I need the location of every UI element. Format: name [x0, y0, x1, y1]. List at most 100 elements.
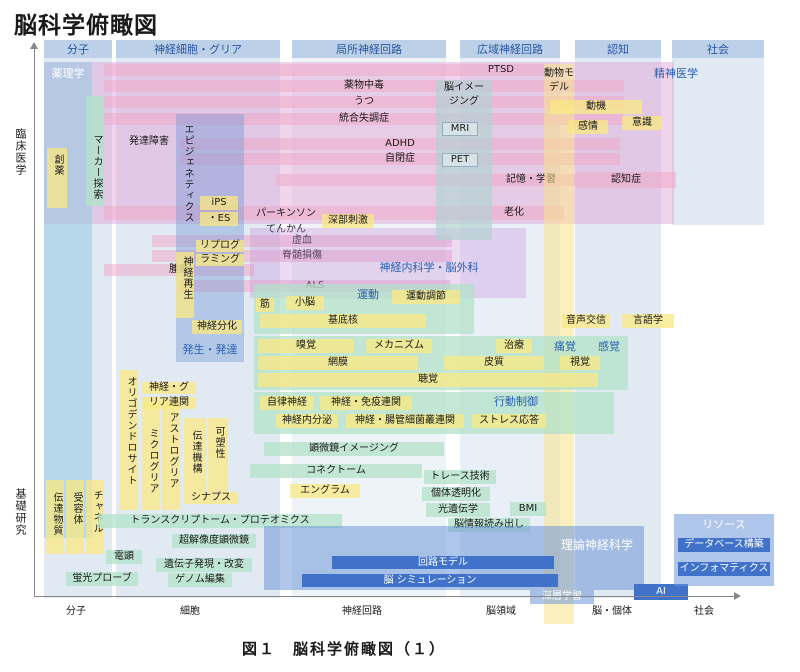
bar-ptsd: PTSD [104, 64, 544, 76]
column-header-cognition: 認知 [575, 40, 661, 58]
label-parkinson: パーキンソン [256, 208, 316, 219]
channel-label: チャネル [91, 490, 102, 534]
psychiatry-label: 精神医学 [654, 66, 698, 80]
motor-label: 運動 [357, 287, 379, 301]
circuit-model-box: 回路モデル [332, 556, 554, 569]
y-axis-arrow [30, 42, 38, 49]
transmission-label: 伝達機構 [190, 430, 201, 474]
es-label: ・ES [200, 212, 238, 226]
transcriptome-box: トランスクリプトーム・プロテオミクス [98, 514, 342, 528]
gene-expression-box: 遺伝子発現・改変 [156, 558, 252, 572]
x-tick-society: 社会 [694, 606, 714, 617]
transmitter-label: 伝達物質 [51, 492, 62, 536]
gut-microbiota-box: 神経・腸管細菌叢連関 [346, 414, 464, 428]
bar-adhd: ADHD [180, 138, 620, 150]
souyaku-box [47, 148, 67, 208]
bar-depression: うつ [104, 96, 624, 108]
receptor-label: 受容体 [71, 492, 82, 525]
reprogramming-label-2: ラミング [196, 254, 244, 266]
marker-box [86, 96, 104, 206]
tissue-clearing-box: 個体透明化 [422, 487, 490, 501]
mechanism-box: メカニズム [366, 339, 432, 353]
motivation-box: 動機 [550, 100, 642, 114]
x-axis [34, 596, 734, 597]
fluorescent-probe-box: 蛍光プローブ [66, 572, 138, 586]
column-header-molecule: 分子 [44, 40, 112, 58]
motor-control-box: 運動調節 [392, 290, 460, 304]
x-tick-individual: 脳・個体 [592, 606, 632, 617]
informatics-box: インフォマティクス [678, 562, 770, 576]
optogenetics-box: 光遺伝学 [426, 503, 490, 517]
linguistics-box: 言語学 [622, 314, 674, 328]
deep-learning-box: 深層学習 [530, 590, 594, 604]
label-developmental-disorder: 発達障害 [129, 136, 169, 147]
development-label: 発生・発達 [182, 342, 238, 356]
regen-box [176, 252, 194, 318]
pain-label: 痛覚 [554, 339, 576, 353]
genome-editing-box: ゲノム編集 [168, 573, 232, 587]
tracing-box: トレース技術 [424, 470, 496, 484]
ips-label: iPS [200, 196, 238, 210]
connectome-box: コネクトーム [250, 464, 422, 478]
animal-model-label-1: 動物モ [544, 68, 574, 79]
brain-simulation-box: 脳 シミュレーション [302, 574, 558, 587]
column-header-wide: 広域神経回路 [460, 40, 560, 58]
neuro-glia-2: リア連関 [142, 397, 196, 409]
basal-ganglia-box: 基底核 [260, 314, 426, 328]
x-axis-arrow [734, 592, 741, 600]
receptor-box [66, 480, 84, 554]
animal-model-label-2: デル [549, 82, 569, 93]
column-header-cell: 神経細胞・グリア [116, 40, 280, 58]
em-box: 電顕 [106, 550, 142, 564]
epigenetics-label: エピジェネティクス [182, 124, 193, 223]
column-society [672, 40, 764, 225]
theory-label: 理論神経科学 [560, 538, 633, 552]
neuro-immune-box: 神経・免疫連関 [320, 396, 412, 410]
bmi-box: BMI [510, 502, 546, 516]
label-deep-brain-stim: 深部刺激 [322, 214, 374, 228]
plasticity-box [208, 418, 228, 492]
microscope-imaging-box: 顕微鏡イメージング [264, 442, 444, 456]
page-title: 脳科学俯瞰図 [14, 13, 158, 39]
database-box: データベース構築 [678, 538, 770, 552]
y-axis-top-label: 臨床医学 [14, 128, 27, 176]
y-axis-bottom-label: 基礎研究 [14, 488, 27, 536]
regen-label: 神経再生 [181, 256, 192, 300]
plasticity-label: 可塑性 [213, 426, 224, 459]
mri-box: MRI [442, 122, 478, 136]
souyaku-label: 創薬 [52, 154, 63, 176]
astroglia-label: アストログリア [167, 412, 178, 489]
cortex-box: 皮質 [444, 356, 544, 370]
column-header-society: 社会 [672, 40, 764, 58]
x-tick-circuit: 神経回路 [342, 606, 382, 617]
superres-box: 超解像度顕微鏡 [172, 534, 256, 548]
oligo-label: オリゴデンドロサイト [125, 376, 136, 486]
vocal-comm-box: 音声交信 [562, 314, 610, 328]
retina-box: 網膜 [258, 356, 418, 370]
label-epilepsy: てんかん [266, 224, 306, 235]
pharmacology-label: 薬理学 [51, 66, 85, 80]
muscle-box: 筋 [256, 298, 274, 312]
microglia-box [142, 402, 160, 510]
x-tick-molecule: 分子 [66, 606, 86, 617]
stress-box: ストレス応答 [472, 414, 546, 428]
bar-schizophrenia: 統合失調症 [104, 113, 624, 125]
resource-label: リソース [702, 517, 746, 531]
oligo-box [120, 370, 138, 510]
x-tick-cell: 細胞 [180, 606, 200, 617]
astroglia-box [162, 402, 180, 510]
y-axis [34, 48, 35, 596]
neuro-glia-1: 神経・グ [142, 382, 196, 394]
treatment-box: 治療 [496, 339, 532, 353]
sense-label: 感覚 [598, 339, 620, 353]
column-header-local: 局所神経回路 [292, 40, 446, 58]
imaging-label-1: 脳イメー [444, 82, 484, 93]
channel-box [86, 480, 104, 554]
bar-drug-addiction: 薬物中毒 [104, 80, 624, 92]
emotion-box: 感情 [568, 120, 608, 134]
bar-dementia: 認知症 [576, 172, 676, 188]
ai-box: AI [634, 584, 688, 600]
olfaction-box: 嗅覚 [258, 339, 354, 353]
autonomic-box: 自律神経 [260, 396, 314, 410]
cerebellum-box: 小脳 [286, 296, 324, 310]
